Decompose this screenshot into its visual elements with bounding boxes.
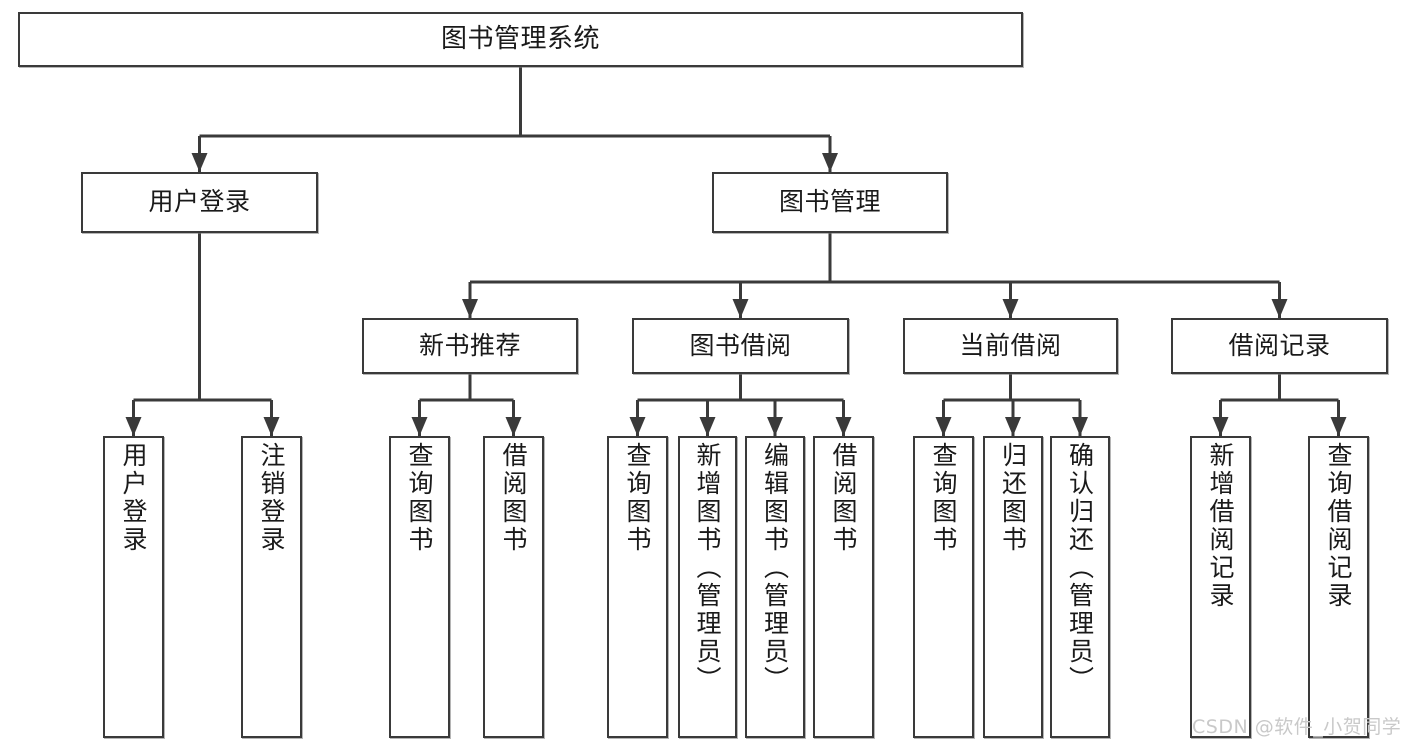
- node-label: 新书推荐: [418, 330, 521, 360]
- node-label: 新增借阅记录: [1206, 442, 1235, 610]
- node-leaf-query-book-2[interactable]: 查询图书: [607, 436, 668, 738]
- node-label: 用户登录: [148, 187, 251, 217]
- node-label: 注销登录: [257, 442, 286, 554]
- node-user-login[interactable]: 用户登录: [81, 172, 318, 233]
- node-leaf-edit-book[interactable]: 编辑图书（管理员）: [745, 436, 805, 738]
- node-borrow-records[interactable]: 借阅记录: [1171, 318, 1388, 374]
- node-label: 图书借阅: [689, 330, 792, 360]
- node-leaf-add-record[interactable]: 新增借阅记录: [1190, 436, 1251, 738]
- node-label: 借阅记录: [1228, 330, 1331, 360]
- node-leaf-borrow-book-1[interactable]: 借阅图书: [483, 436, 544, 738]
- node-root[interactable]: 图书管理系统: [18, 12, 1023, 67]
- node-leaf-return-book[interactable]: 归还图书: [983, 436, 1043, 738]
- node-label: 借阅图书: [499, 442, 528, 554]
- node-leaf-query-book-3[interactable]: 查询图书: [913, 436, 974, 738]
- node-label: 借阅图书: [829, 442, 858, 554]
- node-book-borrowing[interactable]: 图书借阅: [632, 318, 849, 374]
- node-label: 当前借阅: [959, 330, 1062, 360]
- csdn-watermark: CSDN @软件_小贺同学: [1192, 716, 1402, 738]
- node-label: 图书管理: [778, 187, 881, 217]
- node-leaf-query-record[interactable]: 查询借阅记录: [1308, 436, 1369, 738]
- node-leaf-logout[interactable]: 注销登录: [241, 436, 302, 738]
- node-leaf-borrow-book-2[interactable]: 借阅图书: [813, 436, 874, 738]
- node-label: 新增图书（管理员）: [693, 442, 722, 694]
- node-label: 用户登录: [119, 442, 148, 554]
- node-current-borrowing[interactable]: 当前借阅: [903, 318, 1118, 374]
- node-label: 编辑图书（管理员）: [760, 442, 790, 694]
- node-leaf-add-book[interactable]: 新增图书（管理员）: [678, 436, 737, 738]
- node-leaf-user-login[interactable]: 用户登录: [103, 436, 164, 738]
- node-label: 查询借阅记录: [1324, 442, 1353, 610]
- node-label: 确认归还（管理员）: [1065, 442, 1095, 694]
- node-label: 查询图书: [929, 442, 958, 554]
- node-label: 归还图书: [998, 442, 1028, 554]
- node-leaf-query-book-1[interactable]: 查询图书: [389, 436, 450, 738]
- node-new-book-recommendation[interactable]: 新书推荐: [362, 318, 578, 374]
- node-label: 查询图书: [623, 442, 652, 554]
- node-leaf-confirm-return[interactable]: 确认归还（管理员）: [1050, 436, 1110, 738]
- node-label: 图书管理系统: [440, 23, 600, 54]
- node-book-management[interactable]: 图书管理: [712, 172, 948, 233]
- node-label: 查询图书: [405, 442, 434, 554]
